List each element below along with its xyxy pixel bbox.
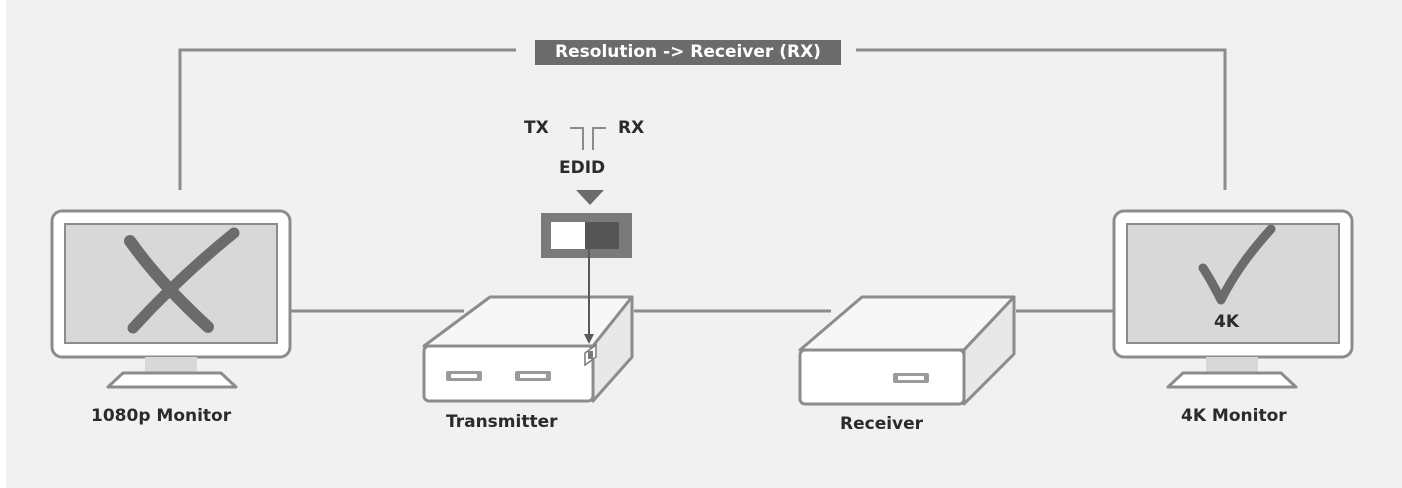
- right-monitor-label: 4K Monitor: [1181, 406, 1287, 426]
- resolution-banner: Resolution -> Receiver (RX): [535, 40, 841, 65]
- checkmark-icon: [1198, 224, 1276, 305]
- diagram-graphics: [50, 48, 1354, 406]
- right-monitor-screen-text: 4K: [1214, 312, 1240, 332]
- tx-connector-line: [570, 127, 584, 150]
- transmitter-device-icon: [422, 295, 634, 403]
- edid-switch-port-icon: [584, 343, 597, 367]
- receiver-device-icon: [798, 295, 1016, 406]
- hdmi-port-icon: [515, 371, 551, 381]
- edid-switch-icon[interactable]: [541, 213, 632, 258]
- left-monitor-icon: [50, 209, 292, 389]
- resolution-path-line-left: [178, 48, 516, 190]
- edid-tx-label: TX: [524, 118, 549, 138]
- right-monitor-icon: [1112, 209, 1354, 389]
- cross-icon: [124, 227, 240, 334]
- edid-selector: [541, 127, 632, 344]
- left-monitor-label: 1080p Monitor: [91, 406, 232, 426]
- resolution-path-line-right: [856, 48, 1227, 190]
- arrow-down-icon: [576, 190, 604, 205]
- edid-rx-label: RX: [618, 118, 645, 138]
- hdmi-port-icon: [446, 371, 482, 381]
- diagram-canvas: Resolution -> Receiver (RX) TX RX EDID 4…: [6, 0, 1402, 488]
- transmitter-label: Transmitter: [446, 412, 558, 432]
- receiver-label: Receiver: [840, 414, 924, 434]
- edid-label: EDID: [559, 158, 606, 178]
- arrow-down-icon: [584, 334, 594, 344]
- rx-connector-line: [592, 127, 606, 150]
- hdmi-port-icon: [893, 373, 929, 383]
